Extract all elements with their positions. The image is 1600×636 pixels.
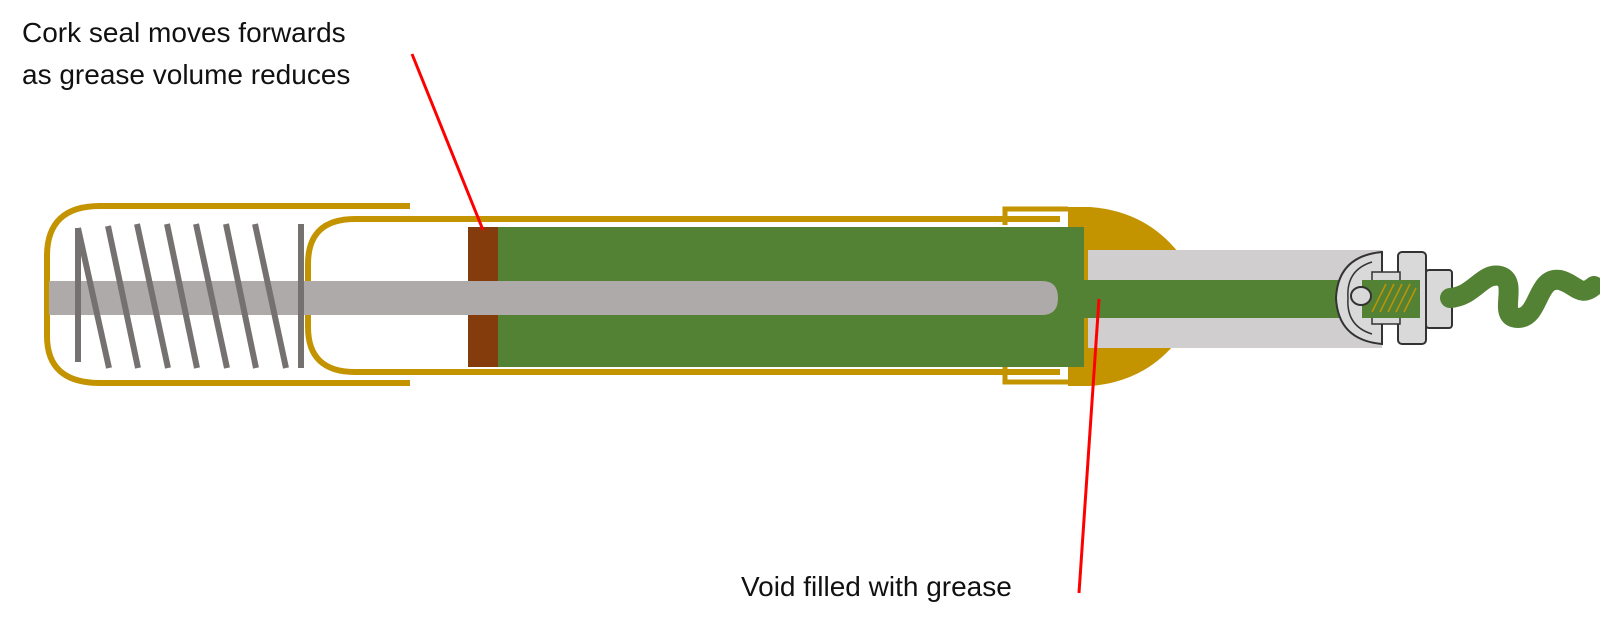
void-label: Void filled with grease bbox=[741, 571, 1012, 602]
extruded-grease bbox=[1440, 265, 1600, 328]
cork-seal-leader-line bbox=[410, 53, 485, 231]
cork-seal-label-line1: Cork seal moves forwards bbox=[22, 17, 346, 48]
void-leader-line bbox=[1077, 298, 1101, 594]
outlet-grease-channel bbox=[1084, 280, 1374, 318]
cable-gland-icon bbox=[1334, 250, 1453, 346]
central-rod bbox=[49, 281, 1058, 315]
spring-housing bbox=[44, 203, 410, 386]
end-collar-top bbox=[1002, 206, 1068, 225]
cork-seal-label-line2: as grease volume reduces bbox=[22, 59, 350, 90]
end-collar-bottom bbox=[1002, 366, 1068, 385]
compression-spring-icon bbox=[75, 223, 304, 369]
